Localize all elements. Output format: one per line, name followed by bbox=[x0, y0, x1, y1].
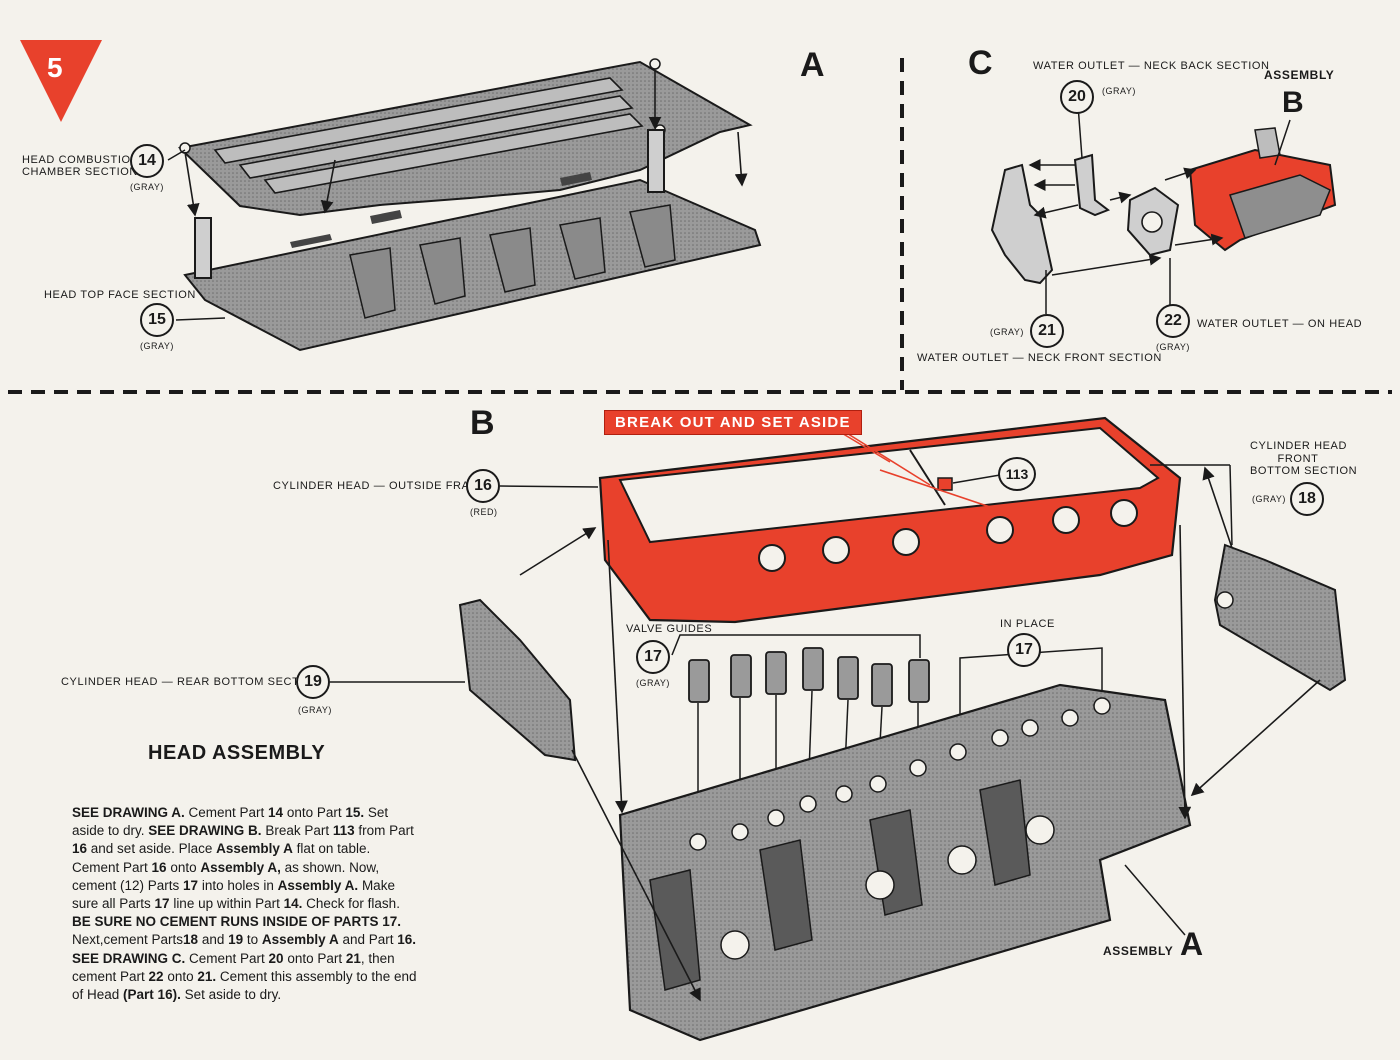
part-21-color: (GRAY) bbox=[990, 327, 1024, 337]
step-number: 5 bbox=[47, 52, 63, 83]
part-21-label: WATER OUTLET — NECK FRONT SECTION bbox=[917, 352, 1162, 364]
part-22-callout: 22 bbox=[1156, 304, 1190, 338]
part-14-label: HEAD COMBUSTION CHAMBER SECTION bbox=[22, 154, 140, 178]
assembly-a-word: ASSEMBLY bbox=[1103, 944, 1174, 958]
part-15-color: (GRAY) bbox=[140, 341, 174, 351]
part-15-callout: 15 bbox=[140, 303, 174, 337]
part-14-drawing bbox=[177, 58, 753, 217]
part-18-drawing bbox=[1213, 543, 1347, 692]
water-outlet-drawing bbox=[990, 127, 1337, 285]
assembly-a-letter: A bbox=[1180, 926, 1204, 962]
part-19-color: (GRAY) bbox=[298, 705, 332, 715]
part-17b-callout: 17 bbox=[1007, 633, 1041, 667]
part-18-label: CYLINDER HEAD FRONT BOTTOM SECTION bbox=[1250, 440, 1358, 477]
part-16-color: (RED) bbox=[470, 507, 498, 517]
section-b-letter: B bbox=[470, 404, 495, 442]
part-113-callout: 113 bbox=[998, 457, 1036, 491]
break-out-banner: BREAK OUT AND SET ASIDE bbox=[604, 410, 862, 435]
part-14-callout: 14 bbox=[130, 144, 164, 178]
part-15-label: HEAD TOP FACE SECTION bbox=[44, 289, 196, 301]
assembly-b-letter: B bbox=[1282, 86, 1304, 119]
part-17b-label: IN PLACE bbox=[1000, 618, 1055, 630]
part-17a-color: (GRAY) bbox=[636, 678, 670, 688]
part-17a-callout: 17 bbox=[636, 640, 670, 674]
part-20-label: WATER OUTLET — NECK BACK SECTION bbox=[1033, 60, 1270, 72]
part-18-callout: 18 bbox=[1290, 482, 1324, 516]
part-20-callout: 20 bbox=[1060, 80, 1094, 114]
part-15-drawing bbox=[183, 129, 762, 352]
instructions-title: HEAD ASSEMBLY bbox=[148, 742, 326, 764]
part-14-color: (GRAY) bbox=[130, 182, 164, 192]
part-16-callout: 16 bbox=[466, 469, 500, 503]
part-16-drawing bbox=[598, 416, 1182, 624]
part-20-color: (GRAY) bbox=[1102, 86, 1136, 96]
part-16-label: CYLINDER HEAD — OUTSIDE FRAME bbox=[273, 480, 488, 492]
part-21-callout: 21 bbox=[1030, 314, 1064, 348]
part-22-color: (GRAY) bbox=[1156, 342, 1190, 352]
part-22-label: WATER OUTLET — ON HEAD bbox=[1197, 318, 1363, 330]
step-badge-shape bbox=[20, 40, 102, 122]
valve-guides-drawing bbox=[688, 647, 930, 707]
part-19-callout: 19 bbox=[296, 665, 330, 699]
section-a-letter: A bbox=[800, 46, 825, 84]
instructions-body: SEE DRAWING A. Cement Part 14 onto Part … bbox=[72, 805, 417, 1003]
part-18-color: (GRAY) bbox=[1252, 494, 1286, 504]
assembly-a-drawing bbox=[618, 683, 1192, 1042]
section-c-letter: C bbox=[968, 44, 993, 82]
part-19-label: CYLINDER HEAD — REAR BOTTOM SECTION bbox=[61, 676, 321, 688]
part-19-drawing bbox=[458, 598, 577, 762]
part-17a-label: VALVE GUIDES bbox=[626, 623, 713, 635]
assembly-b-word: ASSEMBLY bbox=[1264, 68, 1335, 82]
